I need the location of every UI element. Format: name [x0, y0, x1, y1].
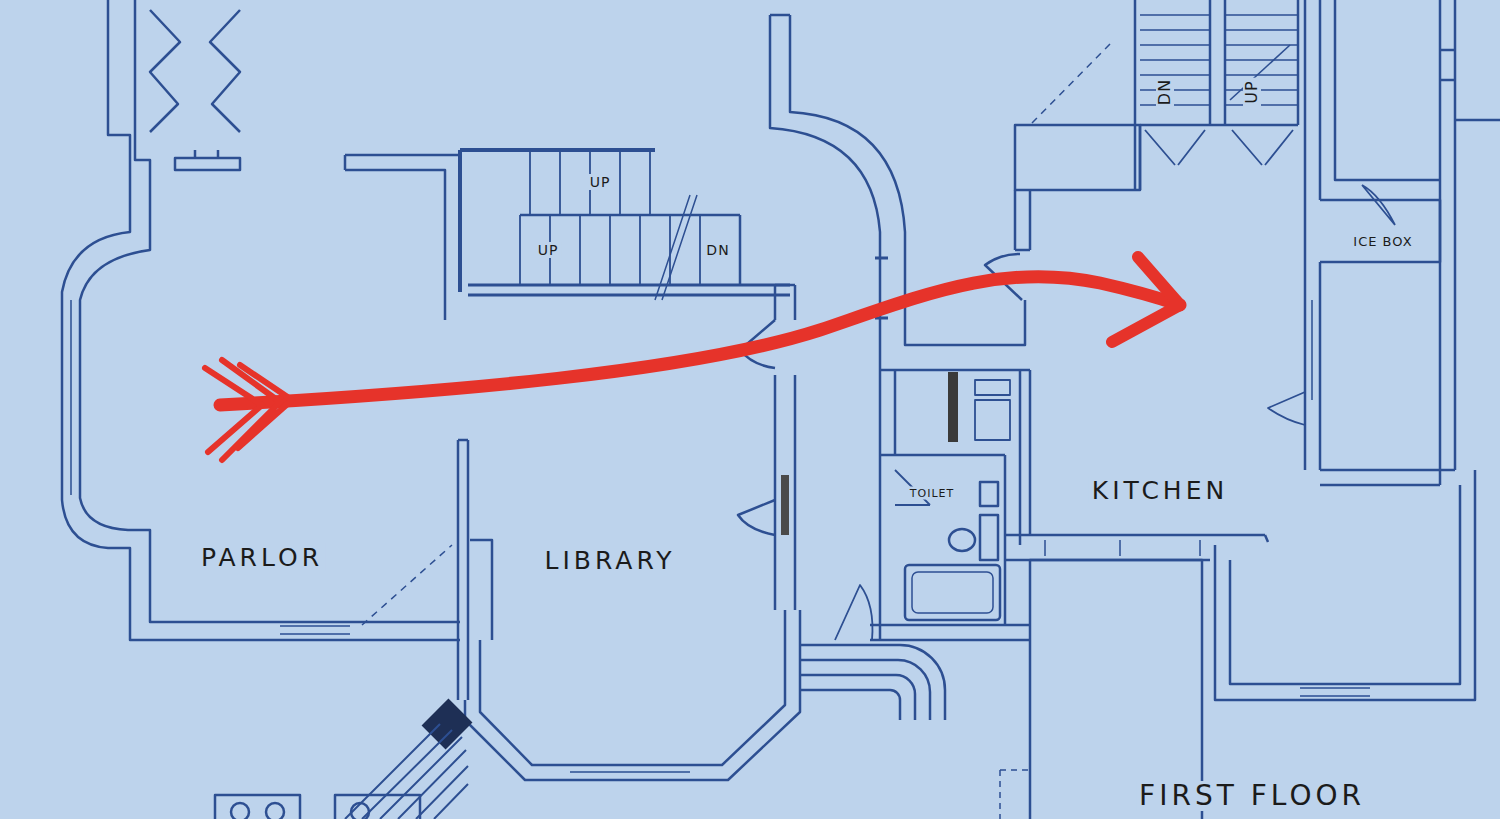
library-bay — [480, 610, 785, 765]
exterior-wall — [1440, 0, 1455, 485]
stair-wall — [1135, 0, 1298, 190]
exterior-wall — [1440, 50, 1500, 120]
arrow-shaft — [220, 277, 1180, 405]
round-steps — [800, 690, 900, 720]
bathtub — [905, 565, 1000, 620]
stair-label: UP — [587, 174, 614, 190]
stair-label: UP — [535, 242, 562, 258]
parlor-wall — [80, 0, 460, 622]
folding-door — [150, 10, 240, 132]
planter — [231, 803, 249, 819]
newel-post — [422, 699, 473, 750]
stair-break — [655, 195, 697, 300]
chimney — [1015, 125, 1140, 190]
fixture — [975, 400, 1010, 440]
walls — [62, 0, 1500, 819]
closet-wall — [1335, 0, 1440, 180]
kitchen-wall — [1015, 190, 1030, 250]
toilet-fixture — [980, 515, 998, 560]
divider-wall — [470, 540, 492, 640]
room-label: TOILET — [907, 487, 957, 500]
arrow-fletching — [205, 360, 292, 460]
door-swing — [1032, 42, 1112, 123]
door-swing — [362, 545, 452, 625]
planter — [351, 803, 369, 819]
round-steps — [800, 675, 915, 720]
stair-label: DN — [703, 242, 732, 258]
plan-title: FIRST FLOOR — [1136, 781, 1368, 811]
room-label: LIBRARY — [542, 547, 679, 574]
arrow-head — [1112, 257, 1180, 342]
door-swing — [1145, 130, 1293, 165]
window — [280, 626, 350, 634]
door-swing — [1362, 185, 1395, 225]
door-swing — [738, 500, 775, 535]
parlor-wall — [62, 0, 460, 640]
stair-wall — [345, 155, 460, 320]
window — [570, 771, 690, 773]
stair-break — [1230, 45, 1290, 100]
bathtub — [912, 572, 993, 613]
window — [1300, 688, 1370, 696]
exterior-wall — [1215, 470, 1475, 700]
room-label: PARLOR — [198, 544, 326, 571]
window — [1045, 540, 1200, 556]
window — [70, 300, 72, 495]
hall-wall — [770, 14, 790, 17]
round-steps — [800, 660, 930, 720]
hall-wall — [880, 369, 1030, 372]
planter — [215, 795, 300, 819]
porch — [1030, 560, 1202, 819]
stair-label: UP — [1243, 77, 1261, 106]
hatched-wall — [948, 372, 958, 442]
red-arrow — [205, 257, 1180, 460]
kitchen-wall — [1305, 0, 1440, 470]
room-label: KITCHEN — [1089, 477, 1231, 504]
stair-wall — [460, 150, 655, 292]
planter — [266, 803, 284, 819]
hatched-wall — [781, 475, 789, 535]
door-swing — [835, 585, 873, 640]
door-swing — [1268, 392, 1305, 425]
kitchen-wall — [1005, 535, 1268, 560]
round-steps — [800, 645, 945, 720]
bath-wall — [870, 625, 1030, 640]
kitchen-wall — [1020, 370, 1030, 545]
fixture — [975, 380, 1010, 395]
fixture-label: ICE BOX — [1350, 234, 1415, 249]
divider-wall — [458, 440, 468, 700]
stair-tread — [520, 215, 740, 285]
window — [1311, 300, 1313, 400]
bath-wall — [880, 370, 1005, 640]
stair-wall — [1140, 124, 1298, 127]
porch — [1000, 770, 1030, 819]
planter — [335, 795, 420, 819]
door-post — [175, 150, 240, 170]
sink — [980, 482, 998, 506]
library-bay — [465, 610, 800, 780]
stair-tread — [1140, 15, 1298, 105]
stair-label: DN — [1156, 76, 1174, 108]
toilet-fixture — [949, 529, 975, 551]
stair-rail — [468, 285, 790, 295]
door-swing — [895, 470, 930, 505]
